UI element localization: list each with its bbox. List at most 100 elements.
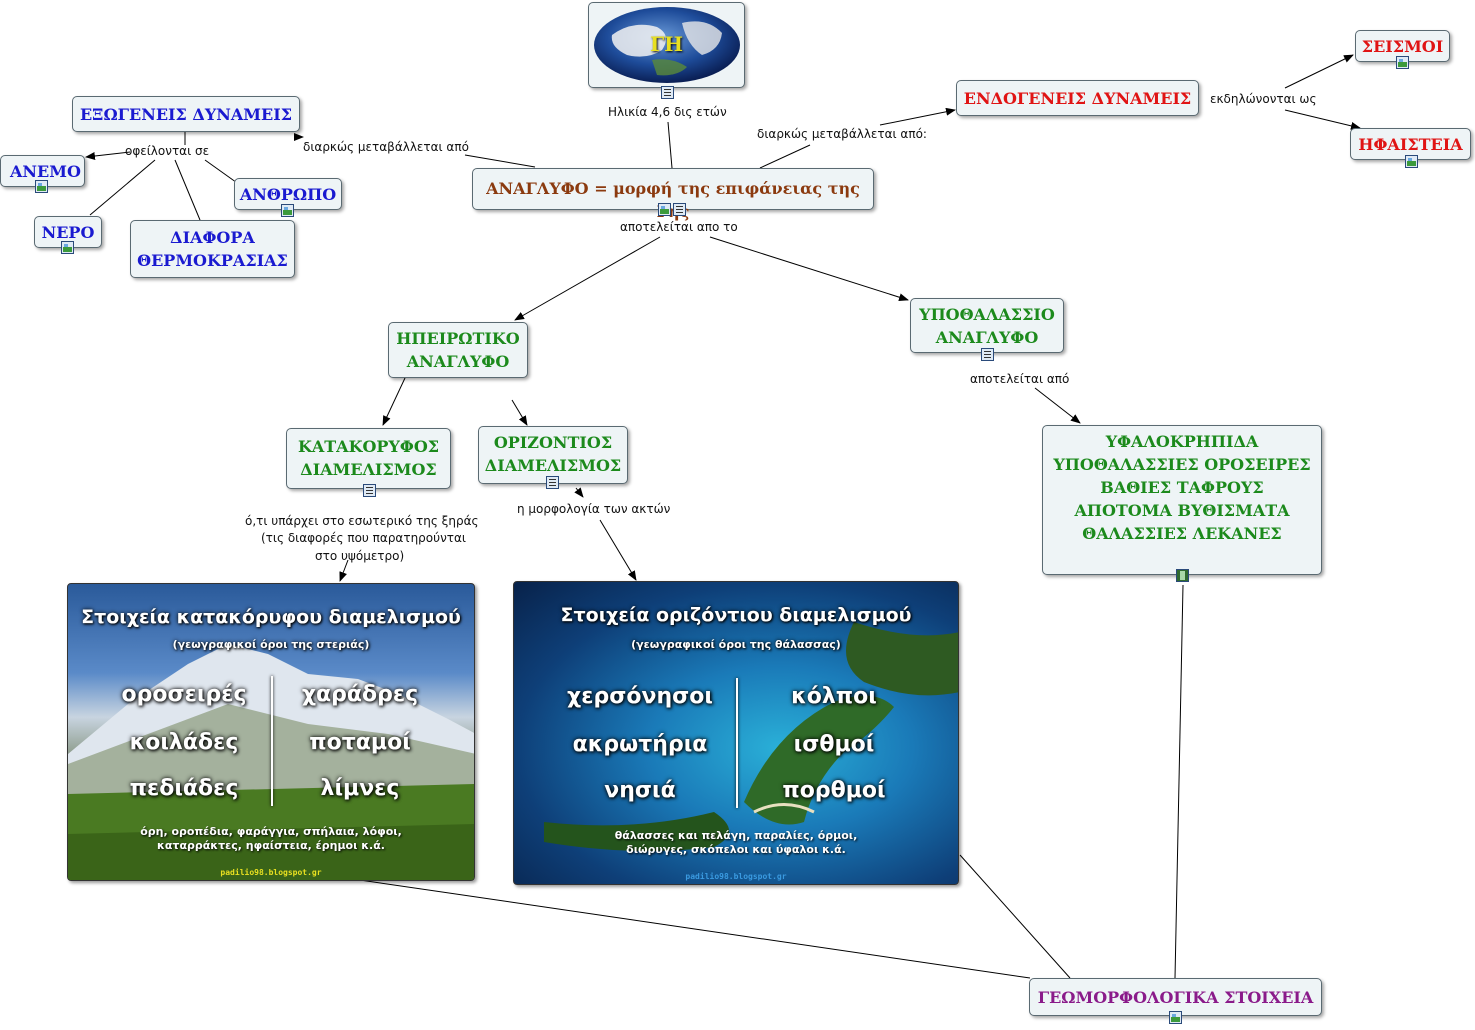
node-ypothalassio[interactable]: ΥΠΟΘΑΛΑΣΣΙΟ ΑΝΑΓΛΥΦΟ [910,298,1064,353]
link-thermokrasia [174,159,201,221]
photo-right-credit: padilio98.blogspot.gr [685,872,787,881]
arrow-orizontios [511,399,528,426]
seismoi-label: ΣΕΙΣΜΟΙ [1361,37,1444,56]
document-icon[interactable] [981,348,994,361]
link-photo-right-geomorfologika [959,854,1071,979]
gi-title: ΓΗ [649,32,684,56]
photo-right-word-r3: πορθμοί [782,778,886,803]
ifaisteia-label: ΗΦΑΙΣΤΕΙΑ [1358,135,1463,154]
orizontios-line-1: ΟΡΙΖΟΝΤΙΟΣ [493,433,613,452]
photo-right-subtitle: (γεωγραφικοί όροι της θάλασσας) [631,638,841,651]
geomorfologika-icons [1169,1011,1182,1024]
photo-left-word-l1: οροσειρές [121,682,247,707]
photo-left-note-2: καταρράκτες, ηφαίστεια, έρημοι κ.ά. [157,839,385,852]
photo-left-title: Στοιχεία κατακόρυφου διαμελισμού [81,606,461,628]
photo-right-word-l3: νησιά [604,778,676,803]
yfalokripida-line-2: ΥΠΟΘΑΛΑΣΣΙΕΣ ΟΡΟΣΕΙΡΕΣ [1053,455,1311,474]
link-photo-left-geomorfologika [359,879,1031,979]
photo-right-divider [736,678,738,808]
node-yfalokripida[interactable]: ΥΦΑΛΟΚΡΗΠΙΔΑ ΥΠΟΘΑΛΑΣΣΙΕΣ ΟΡΟΣΕΙΡΕΣ ΒΑΘΙ… [1042,425,1322,575]
yfalokripida-line-4: ΑΠΟΤΟΜΑ ΒΥΘΙΣΜΑΤΑ [1074,501,1290,520]
label-oti-2: (τις διαφορές που παρατηρούνται [261,531,466,545]
photo-right-note-2: διώρυγες, σκόπελοι και ύφαλοι κ.ά. [626,843,846,856]
photo-left-divider [271,676,273,806]
node-ipeirotiko[interactable]: ΗΠΕΙΡΩΤΙΚΟ ΑΝΑΓΛΥΦΟ [388,322,528,378]
orizontios-line-2: ΔΙΑΜΕΛΙΣΜΟΣ [484,456,622,475]
anthropo-label: ΑΝΘΡΩΠΟ [239,185,337,204]
arrow-photo-left [339,559,349,582]
label-diarkos-1: διαρκώς μεταβάλλεται από [303,140,469,154]
yfalokripida-line-3: ΒΑΘΙΕΣ ΤΑΦΡΟΥΣ [1100,478,1264,497]
ifaisteia-icons [1405,155,1418,168]
ipeirotiko-line-2: ΑΝΑΓΛΥΦΟ [406,352,510,371]
eksogeneis-label: ΕΞΩΓΕΝΕΙΣ ΔΥΝΑΜΕΙΣ [79,104,292,124]
node-gi[interactable]: ΓΗ [588,2,745,88]
photo-orizontios[interactable]: Στοιχεία οριζόντιου διαμελισμού (γεωγραφ… [513,581,959,885]
image-icon[interactable] [1396,56,1409,69]
image-icon[interactable] [1169,1011,1182,1024]
image-icon[interactable] [35,180,48,193]
link-nero [89,159,156,216]
anemo-icons [35,180,48,193]
arrow-ypothalassio [709,236,909,302]
node-katakoryfos[interactable]: ΚΑΤΑΚΟΡΥΦΟΣ ΔΙΑΜΕΛΙΣΜΟΣ [286,428,451,489]
photo-left-word-l3: πεδιάδες [129,776,239,801]
node-eksogeneis[interactable]: ΕΞΩΓΕΝΕΙΣ ΔΥΝΑΜΕΙΣ [72,96,300,132]
link-anaglyfo-diarkos2 [759,144,811,169]
image-icon[interactable] [1405,155,1418,168]
endogeneis-label: ΕΝΔΟΓΕΝΕΙΣ ΔΥΝΑΜΕΙΣ [963,88,1192,108]
label-ekdilonontai: εκδηλώνονται ως [1210,92,1317,106]
photo-left-word-r1: χαράδρες [301,682,419,707]
arrow-photo-right [599,519,637,581]
photo-left-word-r2: ποταμοί [309,730,411,755]
photo-right-title: Στοιχεία οριζόντιου διαμελισμού [560,604,912,626]
photo-right-note-1: θάλασσες και πελάγη, παραλίες, όρμοι, [614,829,858,842]
coastline-island-image [544,622,958,851]
label-ilikia: Ηλικία 4,6 δις ετών [608,105,727,119]
anaglyfo-icons [658,203,686,216]
photo-left-subtitle: (γεωγραφικοί όροι της στεριάς) [172,638,370,651]
photo-left-note-1: όρη, οροπέδια, φαράγγια, σπήλαια, λόφοι, [140,825,402,838]
document-icon[interactable] [673,203,686,216]
node-endogeneis[interactable]: ΕΝΔΟΓΕΝΕΙΣ ΔΥΝΑΜΕΙΣ [956,80,1199,116]
nero-icons [61,241,74,254]
arrow-yfalokripida [1034,387,1081,424]
arrow-morfologia [574,487,584,498]
label-diarkos-2: διαρκώς μεταβάλλεται από: [757,127,927,141]
label-apoteleitai-to: αποτελείται απο το [620,220,738,234]
node-geomorfologika[interactable]: ΓΕΩΜΟΡΦΟΛΟΓΙΚΑ ΣΤΟΙΧΕΙΑ [1029,978,1322,1016]
photo-right-word-l1: χερσόνησοι [567,684,713,709]
label-ofeilontai: οφείλονται σε [125,144,210,158]
arrow-anemo [85,151,131,160]
arrow-endogeneis [879,107,956,126]
yfalokripida-icons [1176,569,1189,582]
anaglyfo-label: ΑΝΑΓΛΥΦΟ = μορφή της επιφάνειας της Γης [486,179,860,221]
ypothalassio-icons [981,348,994,361]
thermokrasia-line-1: ΔΙΑΦΟΡΑ [170,228,255,247]
node-orizontios[interactable]: ΟΡΙΖΟΝΤΙΟΣ ΔΙΑΜΕΛΙΣΜΟΣ [478,426,628,484]
label-apoteleitai-apo: αποτελείται από [970,372,1070,386]
node-thermokrasia[interactable]: ΔΙΑΦΟΡΑ ΘΕΡΜΟΚΡΑΣΙΑΣ [130,220,295,278]
katakoryfos-line-1: ΚΑΤΑΚΟΡΥΦΟΣ [297,437,440,456]
photo-katakoryfos[interactable]: Στοιχεία κατακόρυφου διαμελισμού (γεωγρα… [67,583,475,881]
photo-left-word-l2: κοιλάδες [129,730,239,755]
video-icon[interactable] [1176,569,1189,582]
orizontios-icons [546,476,559,489]
earth-globe-image [593,7,740,83]
ipeirotiko-line-1: ΗΠΕΙΡΩΤΙΚΟ [396,329,520,348]
anthropo-icons [281,204,294,217]
image-icon[interactable] [61,241,74,254]
image-icon[interactable] [658,203,671,216]
image-icon[interactable] [281,204,294,217]
document-icon[interactable] [363,484,376,497]
document-icon[interactable] [661,86,674,99]
document-icon[interactable] [546,476,559,489]
anemo-label: ΑΝΕΜΟ [10,162,81,181]
label-oti-1: ό,τι υπάρχει στο εσωτερικό της ξηράς [245,514,479,528]
nero-label: ΝΕΡΟ [41,223,95,242]
ypothalassio-line-1: ΥΠΟΘΑΛΑΣΣΙΟ [919,305,1055,324]
yfalokripida-line-5: ΘΑΛΑΣΣΙΕΣ ΛΕΚΑΝΕΣ [1082,524,1282,543]
katakoryfos-line-2: ΔΙΑΜΕΛΙΣΜΟΣ [300,460,437,479]
label-oti-3: στο υψόμετρο) [315,549,405,563]
